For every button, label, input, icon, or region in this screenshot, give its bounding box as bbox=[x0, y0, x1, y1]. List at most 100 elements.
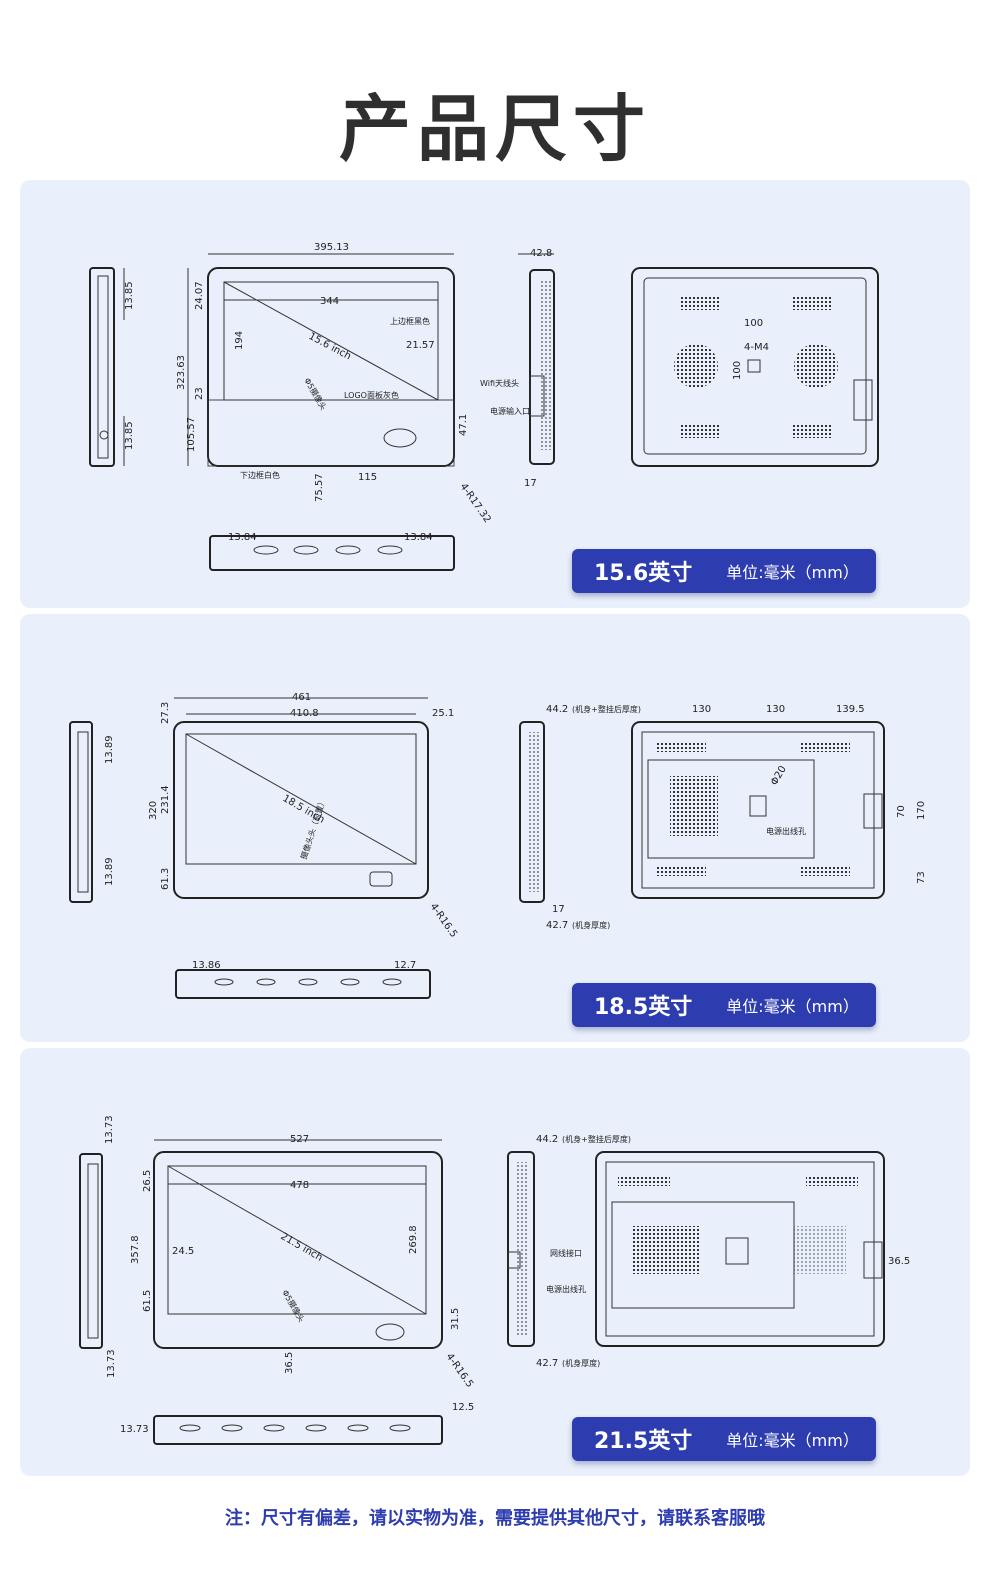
dim-bottom-border: 61.3 bbox=[160, 868, 171, 890]
footer-note: 注：尺寸有偏差，请以实物为准，需要提供其他尺寸，请联系客服哦 bbox=[225, 1508, 765, 1529]
side-view-left: 13.85 13.85 bbox=[89, 267, 135, 467]
panel-15-6: 13.85 13.85 395.13 344 323.63 24.07 194 … bbox=[20, 180, 970, 608]
side-view-depth: 44.2 (机身+整挂后厚度) 42.7 (机身厚度) 网线接口 电源出线孔 bbox=[507, 1134, 631, 1369]
side-view-depth: 42.8 17 Wifi天线头 电源输入口 bbox=[480, 248, 555, 489]
dim-hole-1: 130 bbox=[692, 704, 711, 715]
dim-bottom-right: 12.5 bbox=[452, 1402, 474, 1413]
dim-side-top: 13.73 bbox=[104, 1115, 115, 1144]
dim-right-3: 73 bbox=[916, 871, 927, 884]
panel-18-5: 13.89 13.89 461 410.8 25.1 27.3 320 231.… bbox=[20, 614, 970, 1042]
dim-screen-width: 344 bbox=[320, 296, 339, 307]
drawing-18-5: 13.89 13.89 461 410.8 25.1 27.3 320 231.… bbox=[69, 692, 927, 999]
dim-diagonal: 15.6 inch bbox=[307, 331, 353, 362]
dim-side-top: 13.89 bbox=[104, 735, 115, 764]
dim-depth-mid: 17 bbox=[552, 904, 565, 915]
dim-bottom-border: 61.5 bbox=[142, 1290, 153, 1312]
dim-height: 323.63 bbox=[176, 355, 187, 390]
size-badge-15-6: 15.6英寸 单位:毫米（mm） bbox=[572, 549, 876, 593]
dim-vesa-screw: 4-M4 bbox=[744, 342, 769, 353]
bottom-view: 13.84 13.84 bbox=[209, 532, 455, 571]
drawing-15-6: 13.85 13.85 395.13 344 323.63 24.07 194 … bbox=[89, 242, 879, 571]
dim-side-border: 25.1 bbox=[432, 708, 454, 719]
dim-overall-width: 395.13 bbox=[314, 242, 349, 253]
label-top-frame: 上边框黑色 bbox=[390, 316, 430, 326]
dim-diagonal: 21.5 inch bbox=[279, 1231, 325, 1264]
dim-depth: 44.2 bbox=[546, 704, 568, 715]
dim-bottom-section: 105.57 bbox=[186, 417, 197, 452]
dim-top-border: 24.07 bbox=[194, 281, 205, 310]
badge-unit: 单位:毫米（mm） bbox=[726, 563, 859, 582]
dim-camera-offset: 36.5 bbox=[284, 1352, 295, 1374]
dim-depth-body-note: (机身厚度) bbox=[562, 1358, 600, 1368]
drawing-21-5: 13.73 13.73 527 478 26.5 357.8 269.8 24.… bbox=[79, 1115, 910, 1445]
bottom-view: 13.73 12.5 bbox=[120, 1402, 474, 1445]
dim-depth-body-note: (机身厚度) bbox=[572, 920, 610, 930]
dim-overall-width: 461 bbox=[292, 692, 311, 703]
dim-height: 357.8 bbox=[130, 1235, 141, 1264]
dim-depth: 42.8 bbox=[530, 248, 552, 259]
label-hole: 电源出线孔 bbox=[766, 826, 806, 836]
bottom-view: 13.86 12.7 bbox=[175, 960, 431, 999]
label-logo-frame: LOGO面板灰色 bbox=[344, 390, 399, 400]
label-wifi: Wifi天线头 bbox=[480, 378, 519, 388]
rear-view: 130 130 139.5 Φ20 电源出线孔 70 170 73 bbox=[631, 704, 927, 899]
size-badge-21-5: 21.5英寸 单位:毫米（mm） bbox=[572, 1417, 876, 1461]
dim-logo-width: 115 bbox=[358, 472, 377, 483]
dim-screen-height: 269.8 bbox=[408, 1225, 419, 1254]
dim-screen-height: 194 bbox=[234, 331, 245, 350]
dim-nfc-offset: 31.5 bbox=[450, 1308, 461, 1330]
rear-view: 36.5 bbox=[595, 1151, 910, 1347]
dim-depth: 44.2 bbox=[536, 1134, 558, 1145]
label-bottom-frame: 下边框白色 bbox=[240, 470, 280, 480]
dim-corner-radius: 4-R16.5 bbox=[428, 901, 459, 939]
dim-depth-note: (机身+整挂后厚度) bbox=[562, 1134, 631, 1144]
dim-screen-height: 231.4 bbox=[160, 785, 171, 814]
side-view-left: 13.89 13.89 bbox=[69, 721, 115, 903]
dim-overall-width: 527 bbox=[290, 1134, 309, 1145]
dim-logo-offset: 75.57 bbox=[314, 473, 325, 502]
badge-unit: 单位:毫米（mm） bbox=[726, 997, 859, 1016]
dim-mid-border: 23 bbox=[194, 387, 205, 400]
dim-top-border: 27.3 bbox=[160, 702, 171, 724]
dim-right-1: 70 bbox=[896, 805, 907, 818]
dim-right-inset: 21.57 bbox=[406, 340, 435, 351]
dim-depth-note: (机身+整挂后厚度) bbox=[572, 704, 641, 714]
dim-side-border: 24.5 bbox=[172, 1246, 194, 1257]
dim-vesa-v: 100 bbox=[732, 361, 743, 380]
front-view: 527 478 26.5 357.8 269.8 24.5 61.5 21.5 … bbox=[130, 1134, 475, 1390]
dim-hole-dia: Φ20 bbox=[769, 764, 789, 787]
dim-right-ext: 36.5 bbox=[888, 1256, 910, 1267]
dim-screen-width: 410.8 bbox=[290, 708, 319, 719]
side-view-depth: 44.2 (机身+整挂后厚度) 17 42.7 (机身厚度) bbox=[519, 704, 641, 931]
dim-corner-radius: 4-R16.5 bbox=[444, 1351, 475, 1389]
panel-21-5: 13.73 13.73 527 478 26.5 357.8 269.8 24.… bbox=[20, 1048, 970, 1476]
dim-right-2: 170 bbox=[916, 801, 927, 820]
dim-bottom-right: 13.84 bbox=[404, 532, 433, 543]
front-view: 461 410.8 25.1 27.3 320 231.4 61.3 18.5 … bbox=[148, 692, 459, 940]
label-hole: 电源出线孔 bbox=[546, 1284, 586, 1294]
front-view: 395.13 344 323.63 24.07 194 23 105.57 15… bbox=[176, 242, 493, 525]
dim-top-border: 26.5 bbox=[142, 1170, 153, 1192]
dim-corner-radius: 4-R17.32 bbox=[458, 481, 493, 525]
dim-screen-width: 478 bbox=[290, 1180, 309, 1191]
side-view-left: 13.73 13.73 bbox=[79, 1115, 117, 1378]
badge-size: 21.5英寸 bbox=[594, 1429, 693, 1454]
dim-bottom-left: 13.86 bbox=[192, 960, 221, 971]
dim-side-bottom: 13.89 bbox=[104, 857, 115, 886]
badge-unit: 单位:毫米（mm） bbox=[726, 1431, 859, 1450]
dim-nfc-offset: 47.1 bbox=[458, 414, 469, 436]
page-title: 产品尺寸 bbox=[338, 87, 651, 171]
badge-size: 18.5英寸 bbox=[594, 995, 693, 1020]
dim-side-top: 13.85 bbox=[124, 281, 135, 310]
label-power: 电源输入口 bbox=[490, 406, 530, 416]
dim-depth-body: 42.7 bbox=[536, 1358, 558, 1369]
dim-height: 320 bbox=[148, 801, 159, 820]
dim-side-bottom: 13.85 bbox=[124, 421, 135, 450]
dim-bottom-left: 13.84 bbox=[228, 532, 257, 543]
badge-size: 15.6英寸 bbox=[594, 561, 693, 586]
dim-vesa-h: 100 bbox=[744, 318, 763, 329]
dim-depth-body: 42.7 bbox=[546, 920, 568, 931]
dim-bottom-right: 12.7 bbox=[394, 960, 416, 971]
label-camera: Φ5摄像头 bbox=[280, 1288, 306, 1324]
dim-depth-bottom: 17 bbox=[524, 478, 537, 489]
